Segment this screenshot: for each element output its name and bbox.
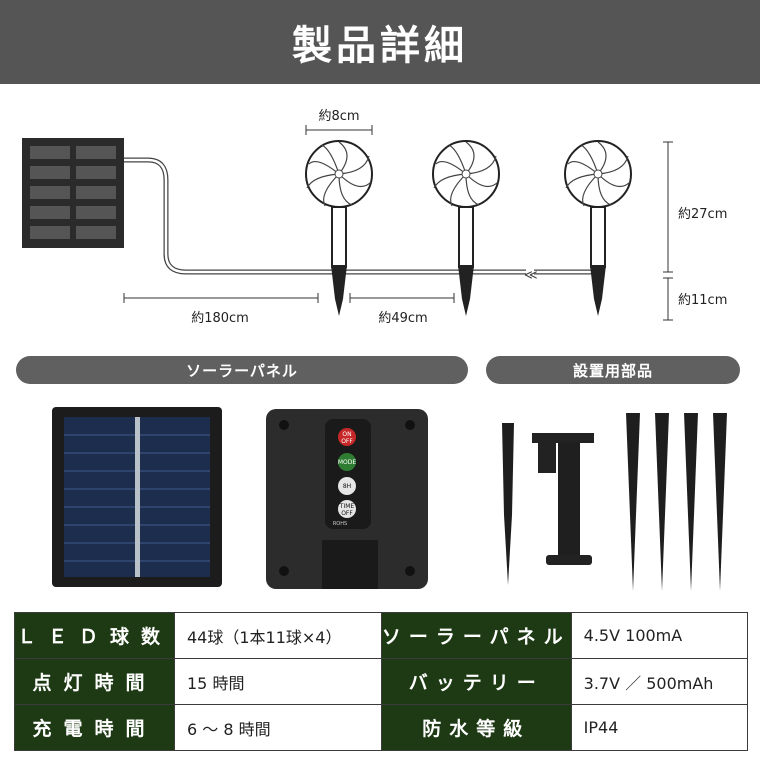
ground-stakes-set [626,413,727,591]
page-title: 製品詳細 [292,23,468,69]
ground-stake-photo [502,423,514,585]
spec-label: 充電時間 [14,704,175,751]
stake-light-1 [305,140,373,316]
spec-value: IP44 [570,704,749,751]
spec-value: 15 時間 [174,658,382,705]
section-label-mounting-parts: 設置用部品 [486,356,740,384]
table-row: ＬＥＤ球数 44球（1本11球×4） ソーラーパネル 4.5V 100mA [14,612,749,659]
spec-value: 44球（1本11球×4） [174,612,382,659]
dim-spacing-label: 約49cm [378,311,427,326]
spec-label: 防水等級 [380,704,572,751]
button-time-label: TIME [339,503,355,510]
dim-light-height-label: 約27cm [678,207,727,222]
table-row: 充電時間 6 ～ 8 時間 防水等級 IP44 [14,704,749,751]
dim-stake-label: 約11cm [678,293,727,308]
rohs-mark: ROHS [333,521,347,527]
spec-value: 6 ～ 8 時間 [174,704,382,751]
button-mode-label: MODE [338,459,357,466]
product-photos: ON OFF MODE 8H TIME OFF ROHS [52,407,727,591]
solar-panel-drawing [22,138,124,248]
spec-value: 4.5V 100mA [570,612,749,659]
stake-light-2 [432,140,500,316]
button-off-label: OFF [341,438,353,445]
spec-label: ＬＥＤ球数 [14,612,175,659]
spec-label: バッテリー [380,658,572,705]
solar-panel-back-photo: ON OFF MODE 8H TIME OFF ROHS [266,409,428,589]
dim-cable-label: 約180cm [191,311,249,326]
solar-panel-front-photo [52,407,222,587]
svg-text:≪: ≪ [524,268,538,283]
stake-light-3 [564,140,632,316]
dim-light-width-label: 約8cm [318,109,359,124]
button-on-label: ON [342,431,351,438]
spec-label: 点灯時間 [14,658,175,705]
dimension-lines [123,125,673,321]
stand-holder-photo [532,433,594,565]
button-time-off-label: OFF [341,510,353,517]
section-label-solar-panel: ソーラーパネル [16,356,468,384]
table-row: 点灯時間 15 時間 バッテリー 3.7V ／ 500mAh [14,658,749,705]
spec-table: ＬＥＤ球数 44球（1本11球×4） ソーラーパネル 4.5V 100mA 点灯… [14,612,749,751]
spec-value: 3.7V ／ 500mAh [570,658,749,705]
title-banner: 製品詳細 [0,0,760,84]
spec-label: ソーラーパネル [380,612,572,659]
button-8h-label: 8H [343,483,351,490]
dimension-diagram: ≪ [22,109,727,326]
